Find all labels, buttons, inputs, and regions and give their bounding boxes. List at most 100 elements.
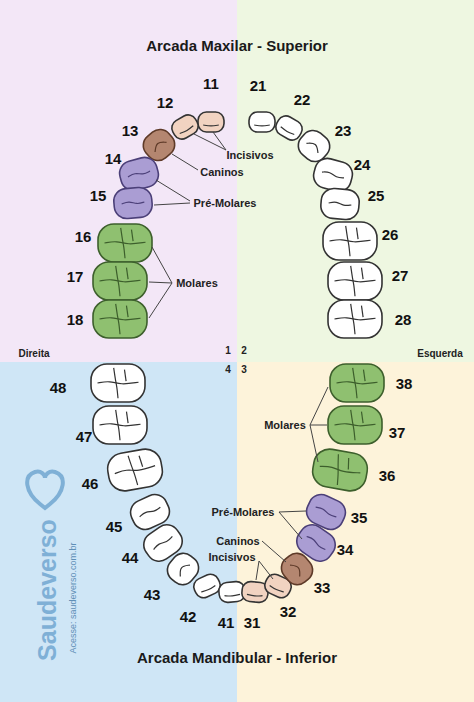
tooth-number: 28: [395, 312, 412, 329]
tooth-fissure: [353, 368, 357, 398]
group-label: Incisivos: [226, 149, 273, 161]
tooth-fissure: [334, 318, 375, 320]
tooth-fissure: [99, 424, 140, 426]
tooth: [323, 222, 377, 260]
tooth-fissure: [128, 170, 151, 178]
leader-line: [279, 511, 306, 512]
tooth-number: 37: [389, 425, 406, 442]
tooth-fissure: [153, 535, 173, 550]
tooth-outline: [310, 447, 370, 494]
tooth-number: 24: [354, 157, 371, 174]
tooth: [113, 186, 153, 219]
tooth-number: 44: [122, 550, 139, 567]
tooth-fissure: [322, 171, 345, 179]
tooth-number: 13: [122, 123, 139, 140]
tooth: [198, 112, 224, 132]
leader-line: [279, 512, 302, 539]
tooth-fissure: [122, 201, 145, 205]
tooth: [105, 447, 165, 494]
quadrant-number: 3: [241, 364, 247, 375]
watermark: Saudeverso: [34, 519, 62, 661]
tooth-number: 48: [50, 380, 67, 397]
tooth-fissure: [126, 306, 128, 317]
tooth: [91, 364, 145, 402]
tooth-fissure: [115, 465, 156, 474]
tooth-outline: [113, 186, 153, 219]
tooth-outline: [249, 112, 275, 132]
group-label: Caninos: [200, 166, 243, 178]
tooth-number: 31: [244, 615, 261, 632]
tooth-fissure: [121, 228, 125, 258]
tooth-fissure: [224, 594, 240, 596]
tooth: [328, 262, 382, 300]
leader-line: [149, 283, 172, 318]
tooth-fissure: [139, 506, 161, 518]
tooth-fissure: [203, 124, 219, 126]
tooth-outline: [328, 262, 382, 300]
tooth-number: 15: [90, 188, 107, 205]
leader-line: [310, 387, 328, 425]
tooth-outline: [105, 447, 165, 494]
tooth-number: 22: [294, 92, 311, 109]
tooth-fissure: [201, 585, 216, 592]
tooth-outline: [93, 406, 147, 444]
tooth: [98, 224, 152, 262]
tooth-outline: [323, 222, 377, 260]
tooth-fissure: [116, 266, 120, 296]
group-label: Incisivos: [208, 551, 255, 563]
tooth-number: 25: [368, 188, 385, 205]
leader-line: [152, 247, 172, 283]
tooth-fissure: [139, 455, 143, 467]
tooth-number: 16: [75, 229, 92, 246]
tooth-number: 38: [396, 376, 413, 393]
tooth-outline: [328, 406, 382, 444]
quadrant-ground: [237, 0, 474, 362]
tooth: [169, 112, 202, 142]
tooth-number: 43: [144, 587, 161, 604]
tooth-number: 17: [67, 269, 84, 286]
tooth: [328, 300, 382, 338]
leader-line: [262, 541, 286, 562]
tooth-fissure: [306, 140, 320, 153]
tooth: [249, 112, 275, 132]
tooth-fissure: [97, 382, 138, 384]
tooth-number: 32: [280, 604, 297, 621]
tooth-fissure: [306, 535, 326, 550]
tooth-fissure: [329, 202, 352, 206]
tooth-outline: [93, 300, 147, 338]
tooth: [330, 364, 384, 402]
group-label: Molares: [176, 277, 218, 289]
leader-line: [156, 180, 190, 201]
tooth: [302, 490, 349, 533]
tooth-number: 11: [203, 76, 219, 93]
side-label: Direita: [18, 348, 49, 359]
tooth-fissure: [152, 139, 166, 152]
tooth-number: 21: [250, 78, 267, 95]
leader-line: [256, 561, 259, 580]
tooth-fissure: [346, 226, 350, 256]
tooth-outline: [328, 300, 382, 338]
leader-line: [194, 134, 226, 150]
group-label: Caninos: [216, 535, 259, 547]
tooth-fissure: [333, 454, 343, 485]
tooth-outline: [191, 571, 223, 600]
tooth-fissure: [361, 268, 363, 279]
tooth-number: 36: [379, 468, 396, 485]
tooth-fissure: [99, 318, 140, 320]
tooth-fissure: [290, 562, 303, 576]
tooth-fissure: [269, 585, 284, 592]
tooth-fissure: [131, 230, 133, 241]
tooth-fissure: [280, 127, 294, 136]
tooth-fissure: [128, 455, 138, 486]
tooth-fissure: [315, 506, 337, 518]
tooth-fissure: [177, 562, 190, 576]
tooth-number: 45: [106, 519, 123, 536]
tooth: [328, 406, 382, 444]
quadrant-number: 1: [225, 345, 231, 356]
tooth-number: 26: [382, 227, 399, 244]
quadrant-ground: [0, 0, 237, 362]
tooth-number: 12: [157, 95, 174, 112]
tooth-outline: [98, 224, 152, 262]
tooth-fissure: [247, 594, 263, 596]
leader-line: [310, 425, 318, 462]
